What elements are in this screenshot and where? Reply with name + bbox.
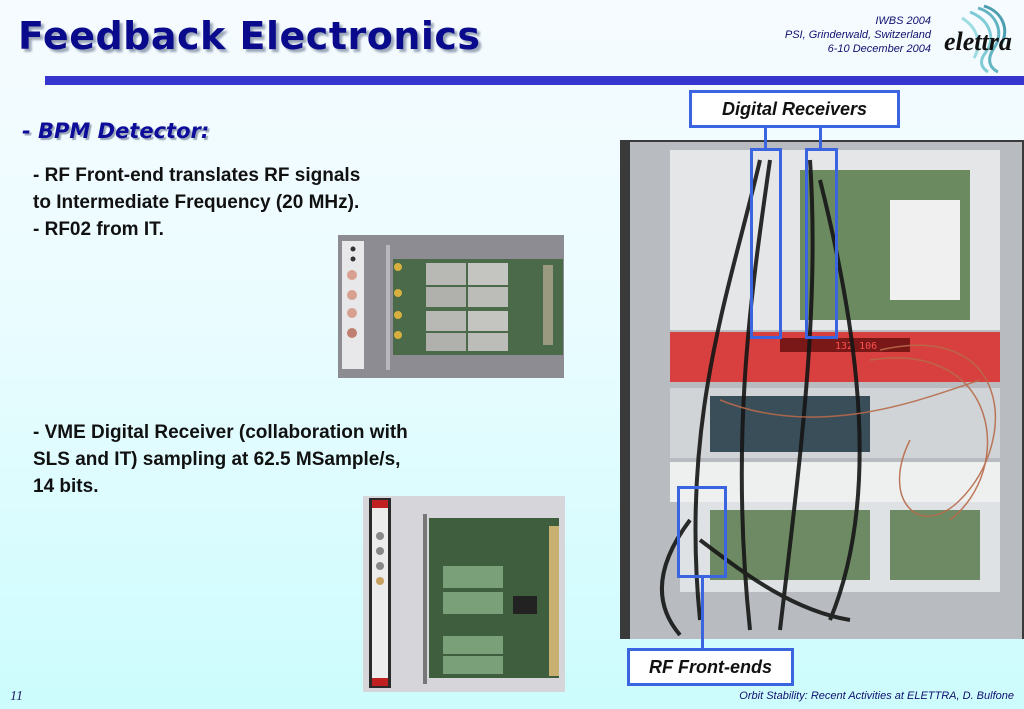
text-line: to Intermediate Frequency (20 MHz).	[33, 192, 360, 213]
slide-title: Feedback Electronics	[18, 14, 481, 58]
rf-frontends-callout: RF Front-ends	[627, 648, 794, 686]
digital-receiver-board-photo	[363, 496, 565, 692]
elettra-logo: elettra	[938, 4, 1016, 74]
digital-receiver-highlight-2	[805, 148, 838, 339]
conference-info: IWBS 2004 PSI, Grinderwald, Switzerland …	[785, 14, 931, 56]
conference-dates: 6-10 December 2004	[827, 43, 931, 55]
rf-frontend-highlight	[677, 486, 727, 578]
leader-line	[819, 128, 822, 148]
text-line: - RF02 from IT.	[33, 219, 164, 240]
rf-frontend-board-photo	[338, 235, 564, 378]
logo-wordmark: elettra	[944, 27, 1012, 56]
callout-label: RF Front-ends	[649, 656, 772, 677]
section-heading: - BPM Detector:	[22, 119, 210, 143]
digital-receiver-description: - VME Digital Receiver (collaboration wi…	[33, 419, 513, 500]
conference-name: IWBS 2004	[875, 15, 931, 27]
page-number: 11	[10, 689, 23, 704]
text-line: - RF Front-end translates RF signals	[33, 165, 361, 186]
leader-line	[701, 578, 704, 648]
leader-line	[764, 128, 767, 148]
rf-frontend-description: - RF Front-end translates RF signals to …	[33, 162, 493, 243]
digital-receivers-callout: Digital Receivers	[689, 90, 900, 128]
callout-label: Digital Receivers	[721, 98, 868, 119]
title-underline	[45, 76, 1024, 85]
text-line: - VME Digital Receiver (collaboration wi…	[33, 422, 408, 443]
footer-text: Orbit Stability: Recent Activities at EL…	[739, 690, 1014, 702]
text-line: 14 bits.	[33, 476, 99, 497]
text-line: SLS and IT) sampling at 62.5 MSample/s,	[33, 449, 401, 470]
conference-location: PSI, Grinderwald, Switzerland	[784, 29, 931, 41]
rack-display-readout: 132 106	[835, 341, 877, 352]
digital-receiver-highlight-1	[750, 148, 782, 339]
